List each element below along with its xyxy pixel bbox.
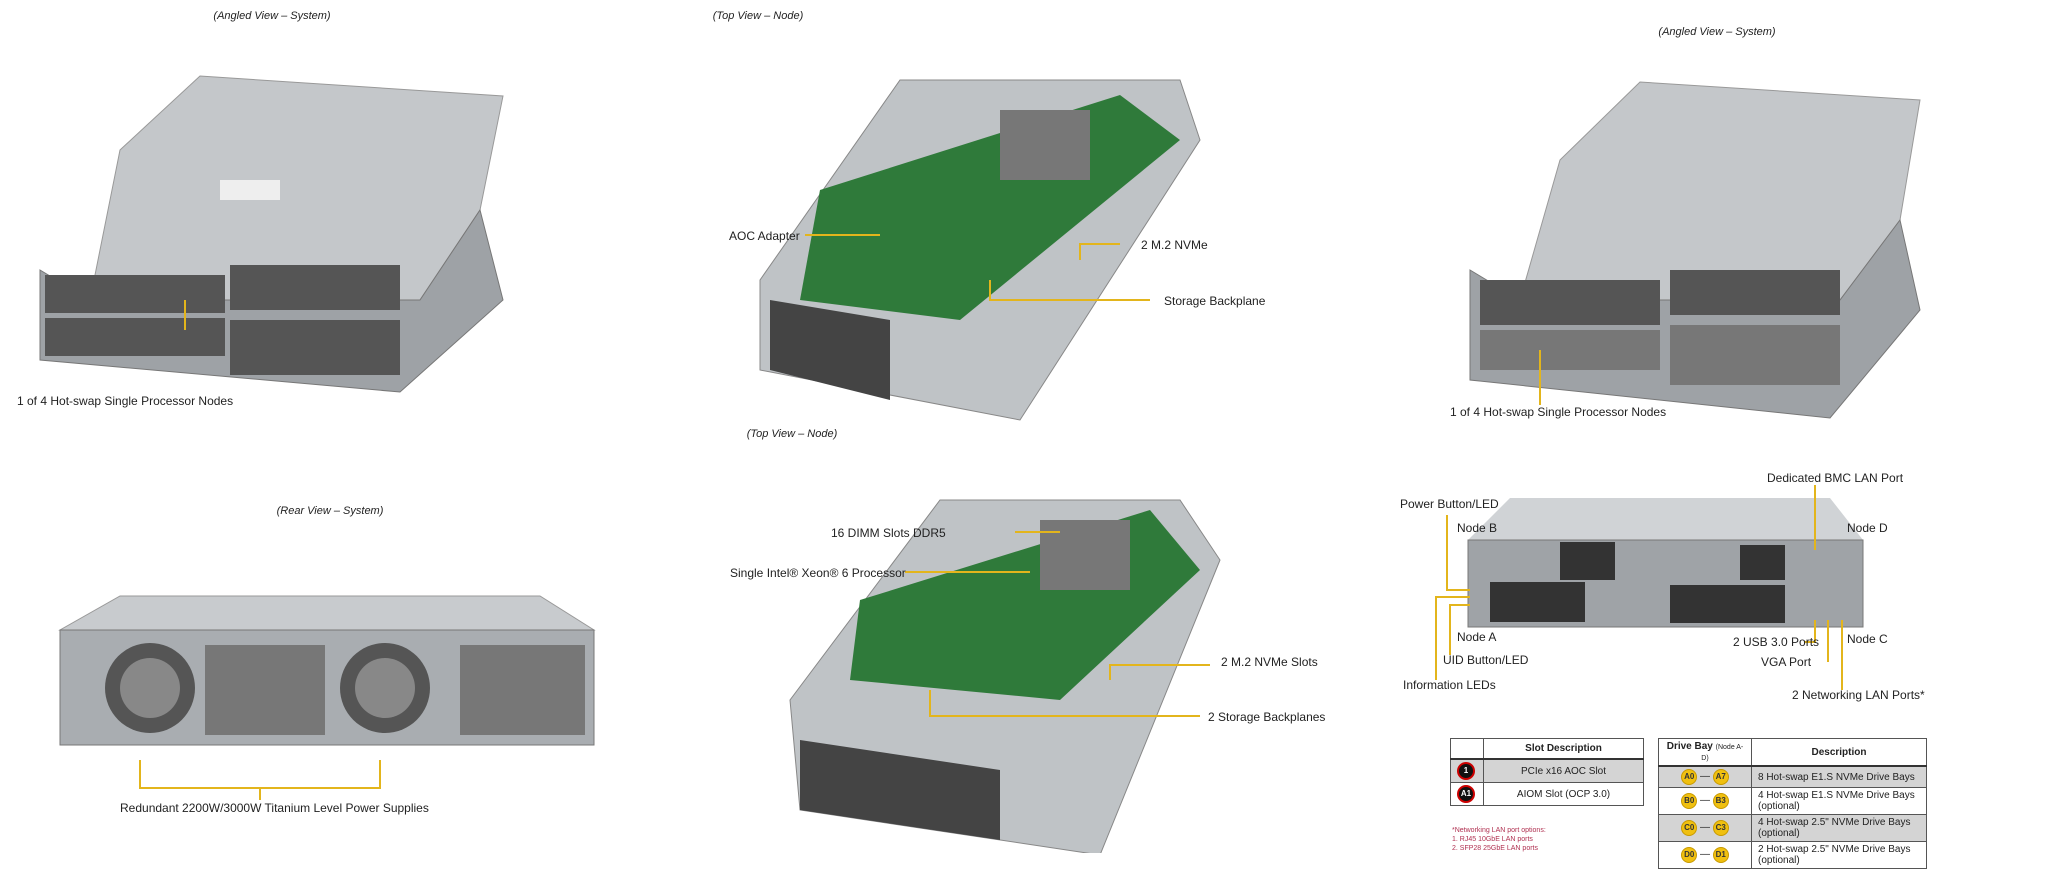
bay-desc: 8 Hot-swap E1.S NVMe Drive Bays (1751, 765, 1927, 788)
slot-header: Slot Description (1483, 738, 1644, 760)
slot-badge: 1 (1457, 762, 1475, 780)
slot-desc: PCIe x16 AOC Slot (1483, 758, 1644, 783)
label-info-leds: Information LEDs (1403, 678, 1496, 692)
label-psu: Redundant 2200W/3000W Titanium Level Pow… (120, 801, 429, 815)
caption-top-node-2: (Top View – Node) (746, 428, 838, 440)
bay-to: D1 (1712, 847, 1729, 863)
label-nodes-left: 1 of 4 Hot-swap Single Processor Nodes (17, 394, 234, 408)
bay-from: B0 (1681, 793, 1698, 809)
label-lan: 2 Networking LAN Ports* (1792, 688, 1925, 702)
bay-from: D0 (1681, 847, 1698, 863)
label-m2-slots: 2 M.2 NVMe Slots (1221, 655, 1318, 669)
label-usb: 2 USB 3.0 Ports (1733, 635, 1820, 649)
label-node-b: Node B (1457, 521, 1498, 535)
caption-angled-right: (Angled View – System) (1658, 26, 1776, 38)
slot-desc: AIOM Slot (OCP 3.0) (1483, 782, 1644, 806)
label-m2: 2 M.2 NVMe (1141, 238, 1208, 252)
caption-angled-left: (Angled View – System) (213, 10, 331, 22)
table-row: 1 PCIe x16 AOC Slot (1450, 758, 1644, 783)
label-node-c: Node C (1847, 632, 1888, 646)
slot-badge: A1 (1457, 785, 1475, 803)
bay-from: C0 (1681, 820, 1698, 836)
lan-footnote: *Networking LAN port options: 1. RJ45 10… (1452, 826, 1546, 853)
label-power: Power Button/LED (1400, 497, 1499, 511)
bay-from: A0 (1681, 769, 1698, 785)
bay-desc: 4 Hot-swap 2.5" NVMe Drive Bays (optiona… (1751, 814, 1927, 842)
label-uid: UID Button/LED (1443, 653, 1529, 667)
bay-to: C3 (1712, 820, 1729, 836)
footnote-item: 2. SFP28 25GbE LAN ports (1452, 845, 1538, 852)
slot-table: Slot Description 1 PCIe x16 AOC Slot A1 AI… (1450, 738, 1644, 806)
label-node-a: Node A (1457, 630, 1497, 644)
label-cpu: Single Intel® Xeon® 6 Processor (730, 566, 906, 580)
footnote-title: *Networking LAN port options: (1452, 827, 1546, 834)
label-bmc: Dedicated BMC LAN Port (1767, 471, 1904, 485)
label-aoc: AOC Adapter (729, 229, 800, 243)
footnote-item: 1. RJ45 10GbE LAN ports (1452, 836, 1533, 843)
label-node-d: Node D (1847, 521, 1888, 535)
bay-to: A7 (1712, 769, 1729, 785)
label-dimm: 16 DIMM Slots DDR5 (831, 526, 946, 540)
label-vga: VGA Port (1761, 655, 1812, 669)
desc-header: Description (1751, 738, 1927, 767)
table-row: A1 AIOM Slot (OCP 3.0) (1450, 782, 1644, 806)
caption-rear: (Rear View – System) (276, 505, 384, 517)
label-backplanes: 2 Storage Backplanes (1208, 710, 1326, 724)
bay-desc: 4 Hot-swap E1.S NVMe Drive Bays (optiona… (1751, 787, 1927, 815)
drive-header-sub: (Node A-D) (1701, 744, 1744, 762)
drive-header: Drive Bay (1666, 741, 1713, 752)
bay-desc: 2 Hot-swap 2.5" NVMe Drive Bays (optiona… (1751, 841, 1927, 869)
label-nodes-right: 1 of 4 Hot-swap Single Processor Nodes (1450, 405, 1667, 419)
label-backplane: Storage Backplane (1164, 294, 1266, 308)
caption-top-node-1: (Top View – Node) (712, 10, 804, 22)
bay-to: B3 (1712, 793, 1729, 809)
